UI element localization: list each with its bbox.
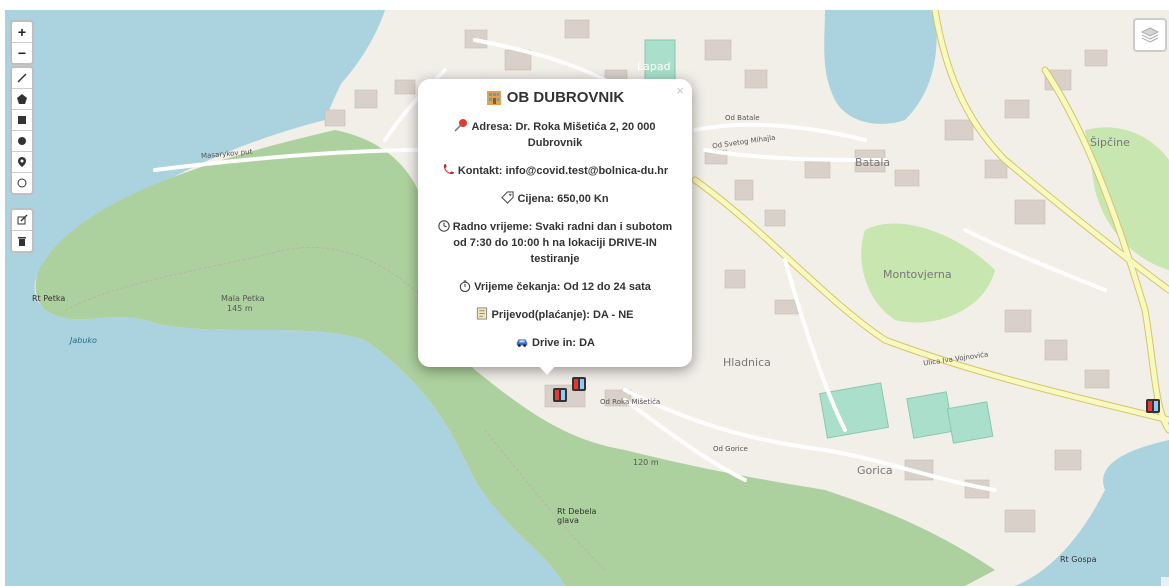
layers-icon <box>1141 27 1159 43</box>
label-lapad: Lapad <box>637 60 671 73</box>
popup-hours: Radno vrijeme: Svaki radni dan i subotom… <box>430 219 680 267</box>
label-mala-petka-height: 145 m <box>227 304 253 313</box>
tag-icon <box>501 191 515 204</box>
popup-hours-text: Radno vrijeme: Svaki radni dan i subotom… <box>452 221 673 265</box>
stopwatch-icon <box>459 280 471 292</box>
memo-icon <box>477 307 488 320</box>
popup-tip <box>537 364 557 375</box>
label-od-batale: Od Batale <box>725 114 760 122</box>
label-rt-petka: Rt Petka <box>32 294 66 303</box>
label-jabuko: Jabuko <box>70 336 97 345</box>
popup-transport: Prijevod(plaćanje): DA - NE <box>430 307 680 323</box>
label-mala-petka: Mala Petka <box>221 294 265 303</box>
popup-title: OB DUBROVNIK <box>418 89 692 106</box>
clock-icon <box>438 220 450 232</box>
popup-contact-text: Kontakt: info@covid.test@bolnica-du.hr <box>457 165 669 177</box>
popup-close-button[interactable]: × <box>676 83 684 98</box>
marker-icon[interactable] <box>12 152 32 173</box>
label-gorica: Gorica <box>857 464 893 477</box>
popup-contact: Kontakt: info@covid.test@bolnica-du.hr <box>430 163 680 179</box>
delete-icon[interactable] <box>12 231 32 251</box>
edit-toolbar <box>10 208 34 253</box>
label-hladnica: Hladnica <box>723 356 771 369</box>
label-od-roka: Od Roka Mišetića <box>600 398 661 406</box>
pushpin-icon <box>454 119 468 132</box>
popup-address: Adresa: Dr. Roka Mišetića 2, 20 000 Dubr… <box>430 118 680 151</box>
zoom-control: + − <box>10 20 34 65</box>
popup-transport-text: Prijevod(plaćanje): DA - NE <box>491 309 634 321</box>
hospital-marker[interactable] <box>1145 398 1161 414</box>
popup-wait: Vrijeme čekanja: Od 12 do 24 sata <box>430 279 680 295</box>
popup-wait-text: Vrijeme čekanja: Od 12 do 24 sata <box>474 281 651 293</box>
polygon-icon[interactable] <box>12 89 32 110</box>
label-batala: Batala <box>855 156 891 169</box>
label-sipcine: Šipčine <box>1090 136 1130 149</box>
label-rt-debela: Rt Debela glava <box>557 507 597 525</box>
edit-icon[interactable] <box>12 210 32 231</box>
hospital-icon <box>486 90 501 105</box>
location-popup: × OB DUBROVNIK Adresa: Dr. Roka Mišetića… <box>418 79 692 367</box>
popup-price-text: Cijena: 650,00 Kn <box>517 193 609 205</box>
phone-icon <box>443 163 454 175</box>
polyline-icon[interactable] <box>12 68 32 89</box>
hospital-marker[interactable] <box>571 376 587 392</box>
popup-price: Cijena: 650,00 Kn <box>430 191 680 207</box>
label-rt-gospa: Rt Gospa <box>1060 555 1097 564</box>
circle-icon[interactable] <box>12 131 32 152</box>
label-montovjerna: Montovjerna <box>883 268 952 281</box>
attribution <box>1160 577 1169 586</box>
rectangle-icon[interactable] <box>12 110 32 131</box>
label-height-120: 120 m <box>633 458 659 467</box>
popup-drive-in: Drive in: DA <box>430 335 680 351</box>
label-od-gorice: Od Gorice <box>713 445 748 453</box>
layers-control[interactable] <box>1133 18 1167 52</box>
zoom-in-button[interactable]: + <box>12 22 32 43</box>
zoom-out-button[interactable]: − <box>17 45 27 61</box>
circlemarker-icon[interactable] <box>12 173 32 193</box>
car-icon <box>516 339 528 347</box>
popup-drive-in-text: Drive in: DA <box>532 337 595 349</box>
popup-title-text: OB DUBROVNIK <box>506 89 625 106</box>
hospital-marker[interactable] <box>552 387 568 403</box>
popup-address-text: Adresa: Dr. Roka Mišetića 2, 20 000 Dubr… <box>471 121 656 149</box>
draw-toolbar <box>10 66 34 195</box>
